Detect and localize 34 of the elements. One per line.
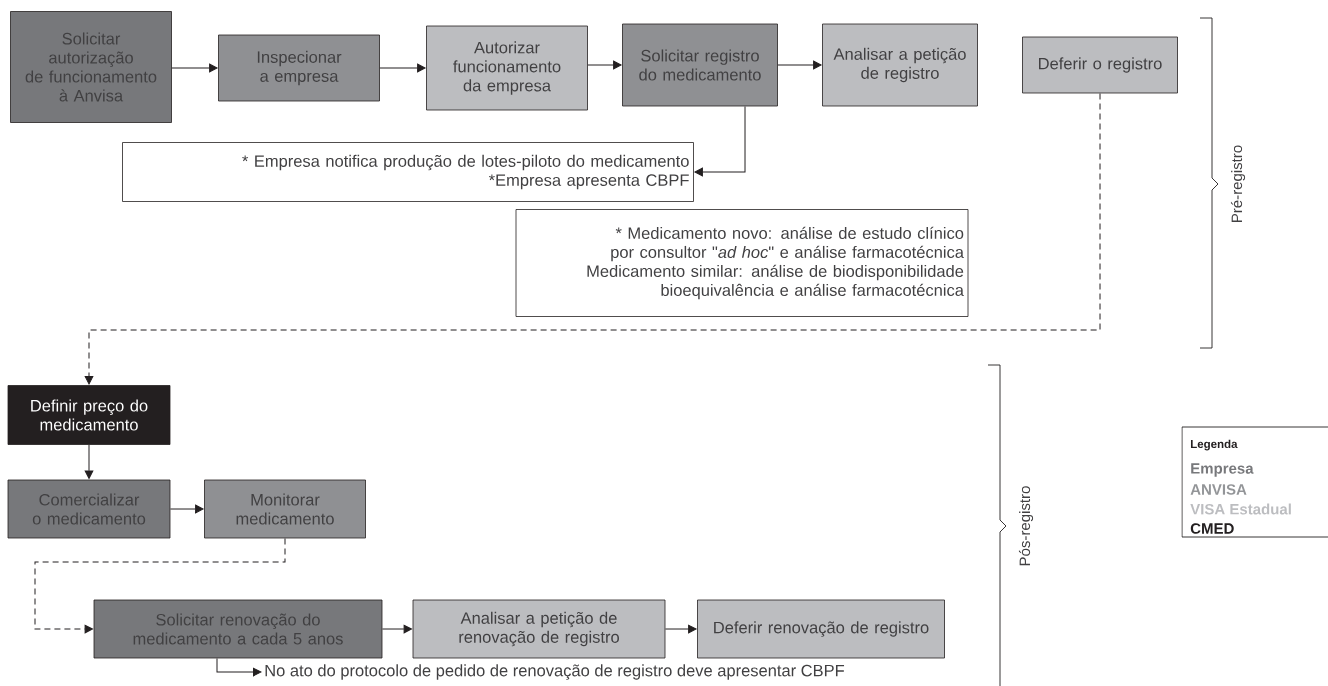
note-text: No ato do protocolo de pedido de renovação de registro deve apresentar CBPF — [265, 664, 845, 680]
process-box: Deferir renovação de registro — [697, 599, 945, 659]
arrow — [587, 60, 622, 70]
note-box: * Empresa notifica produção de lotes-piloto do medicamento *Empresa apresenta CBPF — [122, 142, 694, 202]
legend-entry: CMED — [1190, 523, 1234, 534]
process-box: Solicitar registro do medicamento — [622, 23, 778, 107]
legend-entry: VISA Estadual — [1190, 503, 1291, 515]
process-box: Comercializar o medicamento — [7, 479, 171, 539]
arrow — [694, 105, 746, 177]
process-box: Analisar a petição de renovação de registro — [412, 599, 666, 659]
arrow — [169, 504, 204, 514]
process-box: Autorizar funcionamento da empresa — [426, 25, 588, 111]
arrow — [34, 537, 286, 634]
arrow — [171, 63, 218, 73]
arrow — [379, 63, 426, 73]
process-box: Solicitar autorização de funcionamento à Anvisa — [10, 11, 172, 123]
arrow — [84, 92, 1101, 385]
arrow — [777, 60, 822, 70]
bracket-label: Pré-registro — [1230, 145, 1246, 222]
bracket-label: Pós-registro — [1018, 486, 1034, 566]
arrow — [664, 624, 697, 634]
legend-title: Legenda — [1191, 439, 1238, 451]
note-box: * Medicamento novo: análise de estudo clínico por consultor "ad hoc" e análise farmacotécnica Medicamento similar: análise de biodisponibilidade bioequivalência e análise farmacotécnica — [515, 209, 969, 317]
process-box: Solicitar renovação do medicamento a cada 5 anos — [93, 599, 383, 659]
legend-entry: ANVISA — [1190, 484, 1247, 495]
arrow — [381, 624, 412, 634]
legend-entry: Empresa — [1191, 463, 1254, 477]
process-box: Deferir o registro — [1022, 36, 1178, 94]
arrow — [216, 657, 262, 677]
process-box: Monitorar medicamento — [204, 479, 366, 539]
process-box: Definir preço do medicamento — [7, 385, 171, 445]
process-box: Analisar a petição de registro — [822, 23, 978, 107]
arrow — [84, 444, 94, 479]
process-box: Inspecionar a empresa — [218, 34, 380, 102]
